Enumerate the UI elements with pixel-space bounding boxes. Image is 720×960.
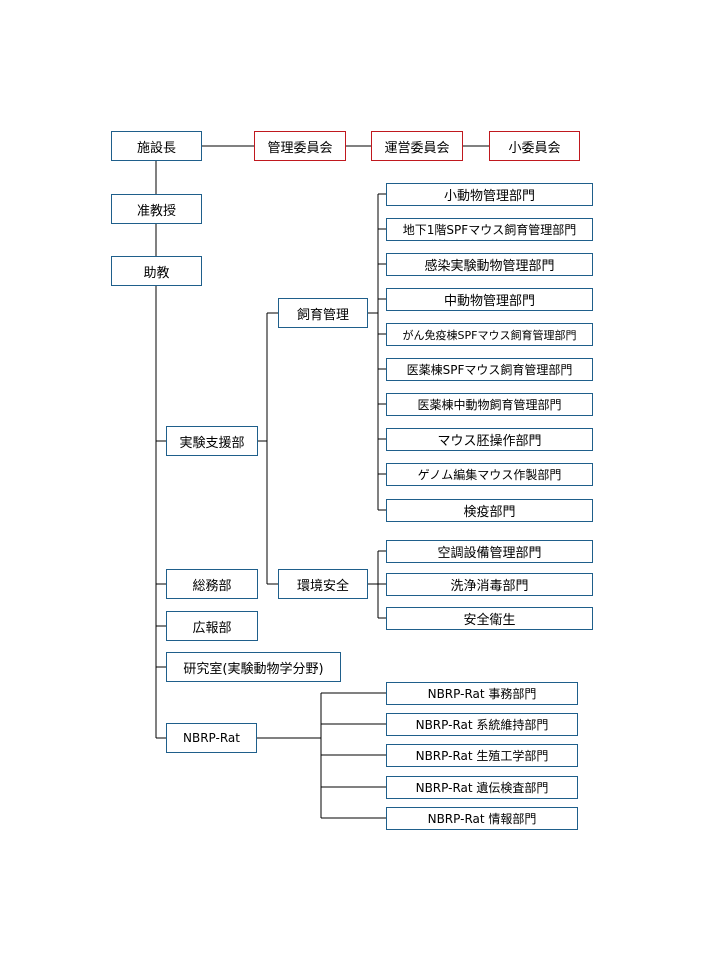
environment-safety-box: 環境安全 (278, 569, 368, 599)
nbrp-unit-box: NBRP-Rat 事務部門 (386, 682, 578, 705)
breeding-unit-box: 中動物管理部門 (386, 288, 593, 311)
breeding-unit-box: 感染実験動物管理部門 (386, 253, 593, 276)
associate-professor-box: 准教授 (111, 194, 202, 224)
nbrp-rat-box: NBRP-Rat (166, 723, 257, 753)
breeding-unit-box: 地下1階SPFマウス飼育管理部門 (386, 218, 593, 241)
breeding-unit-box: 医薬棟SPFマウス飼育管理部門 (386, 358, 593, 381)
breeding-unit-box: 検疫部門 (386, 499, 593, 522)
general-affairs-box: 総務部 (166, 569, 258, 599)
environment-unit-box: 洗浄消毒部門 (386, 573, 593, 596)
breeding-unit-box: がん免疫棟SPFマウス飼育管理部門 (386, 323, 593, 346)
public-relations-box: 広報部 (166, 611, 258, 641)
nbrp-unit-box: NBRP-Rat 情報部門 (386, 807, 578, 830)
laboratory-box: 研究室(実験動物学分野) (166, 652, 341, 682)
committee-sub-box: 小委員会 (489, 131, 580, 161)
nbrp-unit-box: NBRP-Rat 生殖工学部門 (386, 744, 578, 767)
breeding-management-box: 飼育管理 (278, 298, 368, 328)
committee-management-box: 管理委員会 (254, 131, 346, 161)
committee-operations-box: 運営委員会 (371, 131, 463, 161)
nbrp-unit-box: NBRP-Rat 系統維持部門 (386, 713, 578, 736)
breeding-unit-box: ゲノム編集マウス作製部門 (386, 463, 593, 486)
breeding-unit-box: 小動物管理部門 (386, 183, 593, 206)
environment-unit-box: 空調設備管理部門 (386, 540, 593, 563)
experiment-support-box: 実験支援部 (166, 426, 258, 456)
breeding-unit-box: マウス胚操作部門 (386, 428, 593, 451)
director-box: 施設長 (111, 131, 202, 161)
assistant-professor-box: 助教 (111, 256, 202, 286)
nbrp-unit-box: NBRP-Rat 遺伝検査部門 (386, 776, 578, 799)
breeding-unit-box: 医薬棟中動物飼育管理部門 (386, 393, 593, 416)
environment-unit-box: 安全衛生 (386, 607, 593, 630)
